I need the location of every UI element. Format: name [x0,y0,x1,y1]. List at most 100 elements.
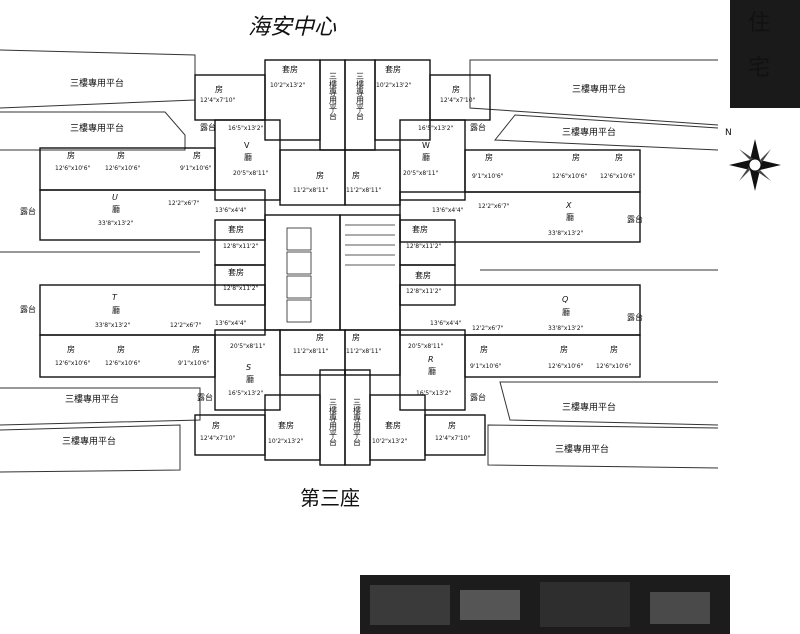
room-dims: 12'6"x10'6" [548,363,584,370]
svg-text:三樓專用平台: 三樓專用平台 [329,72,338,121]
room-label: 廳 [112,204,120,214]
room-dims: 12'8"x11'2" [406,288,442,295]
room-dims: 11'2"x8'11" [346,348,382,355]
svg-text:三樓專用平台: 三樓專用平台 [329,398,338,447]
room-label: 廳 [246,374,254,384]
corner-banner: 住 宅 [730,0,800,108]
room-label: 房 [452,84,460,94]
room-dims: 12'6"x10'6" [596,363,632,370]
room-label: 房 [480,344,488,354]
room-dims: 9'1"x10'6" [178,360,210,367]
room-label: 房 [67,344,75,354]
room-label: 房 [615,152,623,162]
corner-char-2: 宅 [748,56,770,81]
handwritten-title: 海安中心 [248,15,337,40]
balcony-label: 露台 [20,206,36,216]
room-label: 房 [485,152,493,162]
room-dims: 33'8"x13'2" [548,325,584,332]
svg-text:三樓專用平台: 三樓專用平台 [353,398,362,447]
vertical-terrace-label: 三樓專用平台 [356,72,365,121]
flat-letter: Q [562,295,568,304]
room-label: 廳 [566,212,574,222]
room-label: 套房 [228,224,244,234]
balcony-label: 露台 [200,122,216,132]
room-dims: 16'5"x13'2" [228,125,264,132]
flat-letter: S [246,363,251,372]
balcony-label: 露台 [20,304,36,314]
room-dims: 10'2"x13'2" [270,82,306,89]
balcony-label: 露台 [197,392,213,402]
terrace-label: 三樓專用平台 [555,443,609,455]
room-dims: 20'5"x8'11" [230,343,266,350]
room-dims: 12'6"x10'6" [55,165,91,172]
terrace-label: 三樓專用平台 [70,77,124,89]
room-dims: 12'2"x6'7" [170,322,202,329]
room-dims: 12'2"x6'7" [168,200,200,207]
room-label: 房 [572,152,580,162]
room-label: 廳 [562,307,570,317]
building-label: 第三座 [300,486,360,510]
terrace-label: 三樓專用平台 [572,83,626,95]
room-dims: 12'2"x6'7" [472,325,504,332]
room-label: 套房 [412,224,428,234]
room-label: 房 [352,332,360,342]
bottom-photo-strip [360,575,730,634]
room-dims: 33'8"x13'2" [548,230,584,237]
room-label: 房 [67,150,75,160]
room-dims: 16'5"x13'2" [416,390,452,397]
flat-letter: U [112,193,118,202]
terrace-label: 三樓專用平台 [65,393,119,405]
room-label: 房 [316,170,324,180]
compass-icon: N [725,128,781,191]
room-dims: 13'6"x4'4" [430,320,462,327]
room-label: 房 [610,344,618,354]
flat-letter: X [565,201,572,210]
room-dims: 33'8"x13'2" [98,220,134,227]
room-label: 房 [117,344,125,354]
corner-char-1: 住 [748,11,770,36]
room-label: 廳 [428,366,436,376]
balcony-label: 露台 [627,312,643,322]
svg-text:N: N [725,128,732,138]
room-label: 房 [215,84,223,94]
room-dims: 12'4"x7'10" [440,97,476,104]
room-label: 廳 [112,305,120,315]
room-label: 廳 [244,152,252,162]
room-label: 房 [560,344,568,354]
room-dims: 12'4"x7'10" [200,435,236,442]
room-dims: 10'2"x13'2" [268,438,304,445]
room-label: 廳 [422,152,430,162]
balcony-label: 露台 [627,214,643,224]
room-label: 套房 [385,420,401,430]
room-label: 房 [192,344,200,354]
room-dims: 20'5"x8'11" [233,170,269,177]
room-label: 房 [117,150,125,160]
terrace-label: 三樓專用平台 [70,122,124,134]
room-dims: 9'1"x10'6" [470,363,502,370]
vertical-terrace-label: 三樓專用平台 [353,398,362,447]
room-dims: 10'2"x13'2" [372,438,408,445]
terrace-label: 三樓專用平台 [62,435,116,447]
room-label: 套房 [385,64,401,74]
room-label: 房 [193,150,201,160]
flat-letter: V [244,141,250,150]
room-dims: 12'6"x10'6" [600,173,636,180]
room-dims: 11'2"x8'11" [293,348,329,355]
room-label: 房 [448,420,456,430]
room-dims: 12'8"x11'2" [223,243,259,250]
room-label: 套房 [278,420,294,430]
building-walls [39,59,641,466]
room-dims: 13'6"x4'4" [432,207,464,214]
room-label: 套房 [228,267,244,277]
room-dims: 9'1"x10'6" [472,173,504,180]
room-dims: 12'8"x11'2" [406,243,442,250]
room-dims: 12'6"x10'6" [105,165,141,172]
room-dims: 12'6"x10'6" [55,360,91,367]
flat-letter: R [428,355,434,364]
room-dims: 11'2"x8'11" [346,187,382,194]
room-dims: 13'6"x4'4" [215,207,247,214]
room-dims: 12'6"x10'6" [552,173,588,180]
room-dims: 16'5"x13'2" [228,390,264,397]
room-label: 房 [352,170,360,180]
